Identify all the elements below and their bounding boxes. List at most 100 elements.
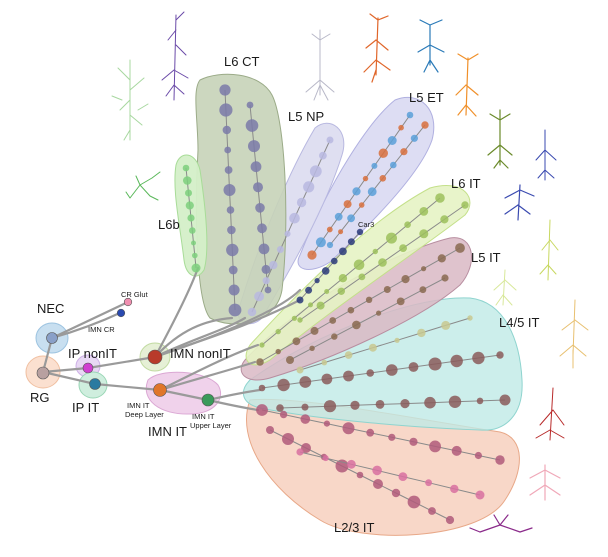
cluster-node-chains (182, 84, 511, 525)
chain-l23it-c-node (296, 448, 304, 456)
chain-l23it-a-node (256, 404, 268, 416)
chain-l5it-b-node (376, 310, 382, 316)
chain-l23it-c-node (450, 484, 459, 494)
neuron-morphology-blue-right (535, 129, 557, 181)
chain-l6it-a-node (275, 328, 281, 335)
chain-l6ct-b-node (258, 243, 270, 255)
label-l6ct: L6 CT (224, 54, 259, 69)
chain-l6it-b-node (297, 317, 303, 323)
label-l45it: L4/5 IT (499, 315, 540, 330)
chain-l45it-b-node (350, 400, 360, 410)
chain-l5np-node (326, 136, 334, 144)
label-ipit: IP IT (72, 400, 99, 415)
chain-l45it-a-node (258, 384, 266, 392)
neuron-morphology-l23-pale-green (111, 59, 149, 141)
node-imncr (116, 308, 126, 318)
chain-l6b-node (189, 227, 196, 234)
label-car3: Car3 (358, 220, 374, 229)
chain-l6ct-a-node (228, 284, 240, 296)
chain-l23it-b-node (282, 433, 294, 445)
chain-l23it-a-node (409, 437, 418, 446)
node-imnit-upper (201, 393, 215, 407)
label-imncr: IMN CR (88, 325, 115, 334)
neuron-morphology-navy-mid (504, 184, 535, 221)
chain-l5np-node (269, 260, 278, 270)
edge-deep-l6it (158, 343, 260, 392)
label-l5et: L5 ET (409, 90, 444, 105)
neuron-morphology-l5et-orange-lower (455, 53, 479, 117)
neuron-morphology-l23-violet (469, 514, 533, 533)
chain-l6b-node (185, 189, 192, 197)
key-nodes (36, 297, 215, 407)
chain-l23it-b-node (428, 507, 436, 515)
chain-l45it-b-node (276, 404, 284, 412)
chain-l5it-a-node (365, 296, 373, 303)
chain-car3-node (356, 228, 364, 236)
chain-l23it-c-node (475, 490, 485, 500)
chain-l6ct-b-node (261, 264, 271, 274)
chain-l45it-c-node (417, 328, 426, 338)
chain-l5et-a-node (326, 226, 333, 233)
chain-l6it-b-node (419, 229, 429, 239)
chain-l45it-a-node (277, 378, 290, 392)
edge-nec-imncr (50, 300, 130, 340)
label-l23it: L2/3 IT (334, 520, 375, 535)
chain-l5np-node (262, 277, 270, 285)
chain-l6ct-a-node (227, 225, 236, 235)
chain-l45it-b-node (424, 396, 436, 409)
cluster-labels: L6 CT L5 NP L5 ET L6 IT Car3 L6b L5 IT L… (30, 54, 540, 535)
node-crglut (123, 297, 133, 307)
chain-l45it-a-node (299, 376, 312, 388)
chain-l5it-a-node (310, 326, 319, 335)
chain-l45it-b-node (301, 403, 309, 411)
neuron-morphology-l6ct-purple (161, 11, 189, 101)
chain-l6ct-b-trunk (249, 104, 269, 291)
chain-l23it-b-node (391, 488, 401, 498)
chain-l6ct-b-node (250, 161, 262, 173)
neuron-morphology-l45it-tan (559, 299, 589, 369)
edge-ipit-imnit-deep (93, 382, 162, 392)
label-imnnonit: IMN nonIT (170, 346, 231, 361)
hull-l6ct (195, 73, 287, 325)
chain-l6ct-a-node (224, 166, 233, 174)
chain-l5et-a-node (406, 111, 414, 119)
chain-l5np-node (284, 230, 291, 237)
label-imnit-upper-2: Upper Layer (190, 421, 232, 430)
chain-l5it-a-node (329, 317, 337, 324)
chain-l23it-b-node (373, 479, 383, 489)
chain-l6ct-a-node (219, 84, 231, 96)
chain-l5et-a-node (343, 200, 352, 209)
chain-l45it-a-node (366, 369, 375, 377)
neuron-morphology-l5np-grey (305, 29, 335, 101)
chain-l6ct-b-node (248, 140, 260, 153)
chain-l5it-b-node (331, 333, 338, 340)
edge-nec-crglut (50, 310, 124, 340)
chain-l6it-a-node (386, 232, 397, 244)
edge-ipnonit-imnnonit (86, 355, 157, 370)
chain-l5it-a-node (347, 306, 355, 314)
neuron-morphology-l6it-olive (487, 109, 513, 169)
chain-l6b-node (182, 164, 190, 172)
chain-l6it-b-node (399, 244, 407, 253)
node-nec (46, 332, 58, 344)
chain-l6ct-b-node (245, 119, 259, 132)
edge-imnit-deep-upper (158, 388, 210, 402)
chain-l45it-b-trunk (279, 399, 506, 409)
chain-l6it-a-node (291, 315, 297, 321)
chain-l6it-a-node (324, 289, 330, 294)
neuron-morphology-l5et-orange (363, 13, 391, 83)
chain-l6ct-a-node (226, 243, 239, 257)
chain-l45it-b-node (323, 400, 337, 413)
chain-l5np-node (319, 151, 327, 160)
chain-l6ct-a-node (219, 103, 233, 117)
chain-l6ct-b-node (255, 203, 265, 213)
chain-l5et-b-node (338, 229, 344, 235)
label-imnit: IMN IT (148, 424, 187, 439)
chain-l45it-a-node (472, 351, 485, 365)
chain-l5np-node (247, 307, 257, 317)
label-crglut: CR Glut (121, 290, 149, 299)
chain-l23it-b-node (335, 459, 349, 473)
chain-l6it-b-node (358, 273, 366, 281)
label-l5np: L5 NP (288, 109, 324, 124)
